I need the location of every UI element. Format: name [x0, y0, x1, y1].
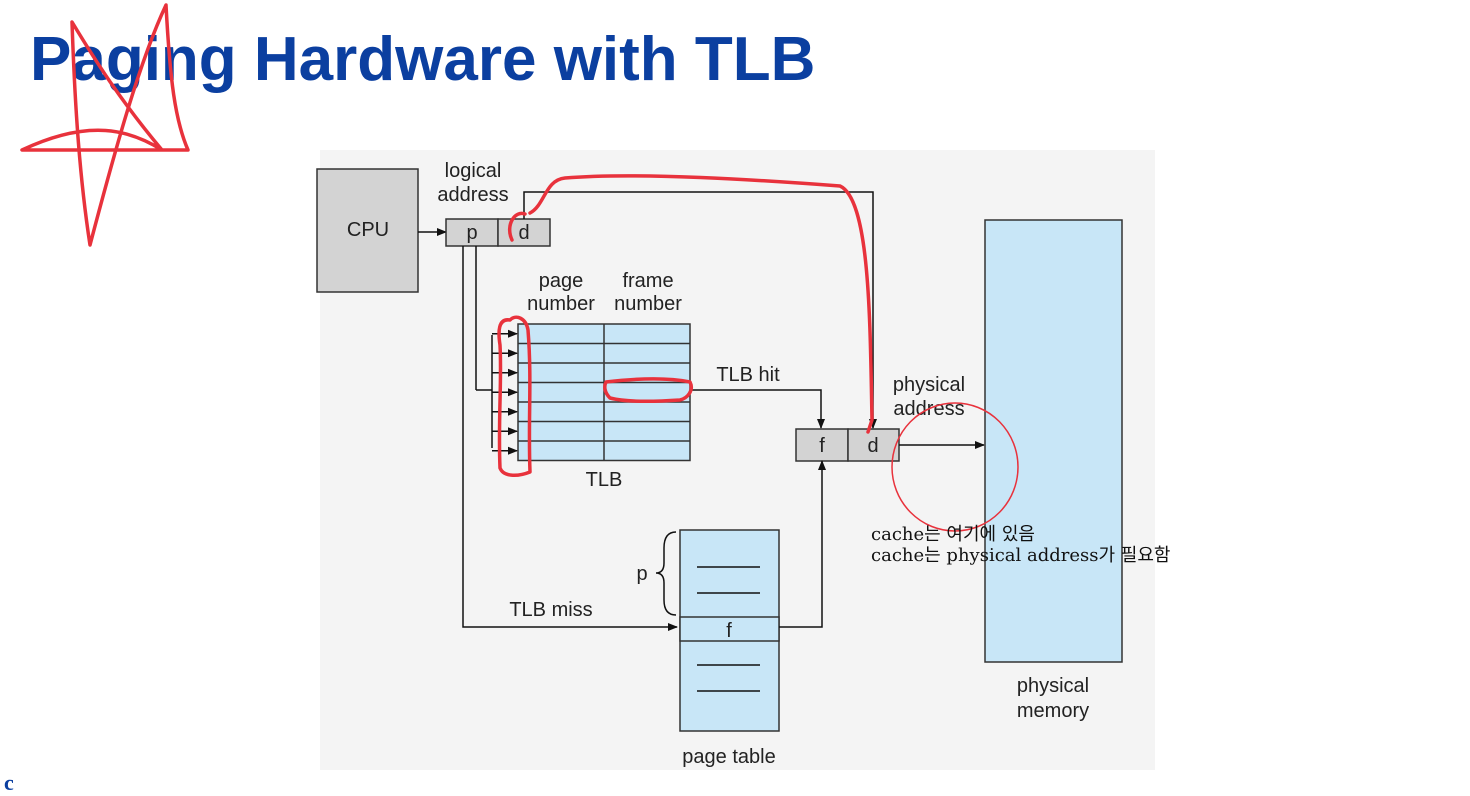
page-table-p-brace — [655, 531, 677, 616]
physical-memory-label-1: physical — [1017, 675, 1089, 697]
logical-p-cell — [445, 218, 499, 247]
logical-d-label: d — [518, 222, 529, 244]
page-table-f-label: f — [726, 620, 732, 642]
logical-address-label-1: logical — [445, 160, 502, 182]
page-table-p-label: p — [636, 563, 647, 585]
frame-number-label-2: number — [614, 293, 682, 315]
tlb-hit-label: TLB hit — [716, 364, 780, 386]
physical-memory-box — [984, 219, 1123, 663]
frame-number-label-1: frame — [622, 270, 673, 292]
red-d-highlight — [507, 211, 527, 242]
page-table-to-frame-arrow — [779, 460, 826, 628]
red-offset-trace — [528, 174, 874, 434]
physical-address-label-1: physical — [893, 374, 965, 396]
tlb-miss-label: TLB miss — [509, 599, 592, 621]
tlb-compare-arrows — [492, 329, 518, 455]
page-number-label-1: page — [539, 270, 584, 292]
physical-f-label: f — [819, 435, 825, 457]
cpu-box — [316, 168, 419, 293]
logical-address-label-2: address — [437, 184, 508, 206]
offset-line — [523, 191, 877, 429]
physical-memory-label-2: memory — [1017, 700, 1089, 722]
logical-d-cell — [497, 218, 551, 247]
p-to-page-table-line — [462, 246, 678, 631]
footer-fragment: c — [4, 770, 14, 795]
cpu-label: CPU — [347, 219, 389, 241]
red-tlb-hit-highlight — [603, 377, 693, 404]
page-title: Paging Hardware with TLB — [30, 25, 816, 94]
page-table-f-row — [679, 616, 780, 642]
red-star-scribble — [20, 3, 190, 247]
page-number-label-2: number — [527, 293, 595, 315]
physical-d-cell — [847, 428, 900, 462]
cache-note-line-2: cache는 physical address가 필요함 — [871, 545, 1170, 566]
tlb-label: TLB — [586, 469, 623, 491]
tlb-hit-arrow — [690, 389, 825, 429]
red-cache-circle — [891, 402, 1019, 532]
physical-d-label: d — [867, 435, 878, 457]
red-tlb-bracket — [497, 315, 532, 477]
cache-note-line-1: cache는 여기에 있음 — [871, 524, 1035, 545]
page-table-label: page table — [682, 746, 775, 768]
logical-p-label: p — [466, 222, 477, 244]
handwritten-annotations — [20, 3, 1019, 532]
